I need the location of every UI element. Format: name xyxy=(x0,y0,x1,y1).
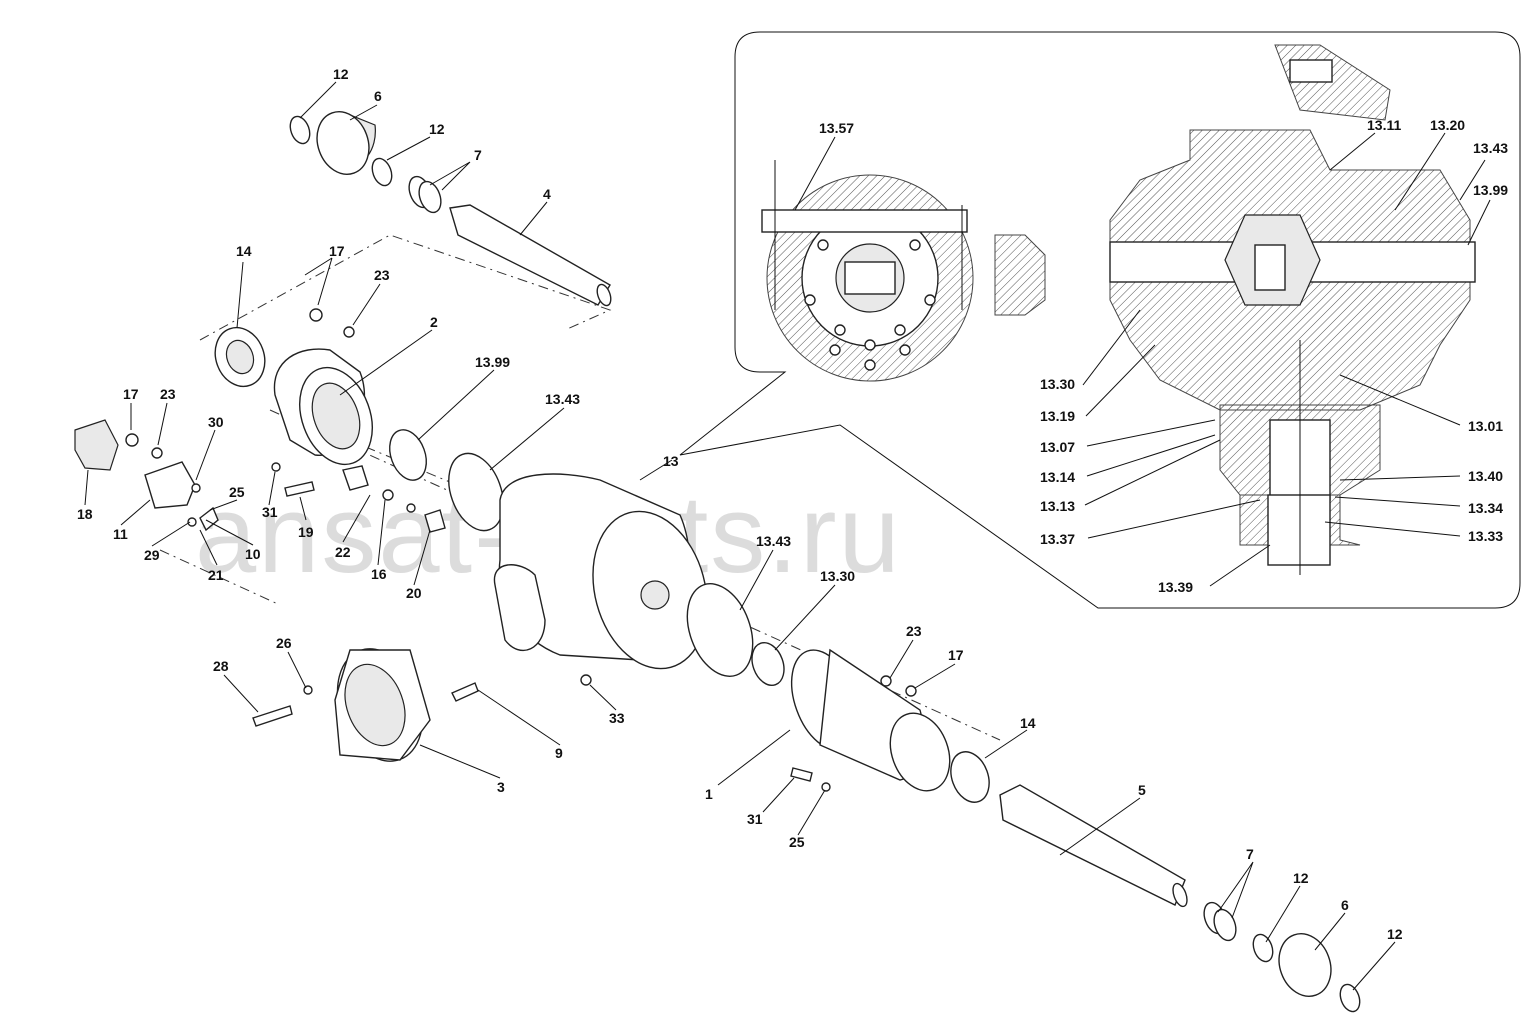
label-26: 26 xyxy=(276,635,292,651)
label-16: 16 xyxy=(371,566,387,582)
label-14: 14 xyxy=(236,243,252,259)
label-1: 1 xyxy=(705,786,713,802)
label-13-19: 13.19 xyxy=(1040,408,1075,424)
label-9: 9 xyxy=(555,745,563,761)
label-23: 23 xyxy=(374,267,390,283)
label-25: 25 xyxy=(229,484,245,500)
label-13-11: 13.11 xyxy=(1367,117,1401,133)
label-23: 23 xyxy=(906,623,922,639)
label-5: 5 xyxy=(1138,782,1146,798)
leader-lines xyxy=(84,81,1491,991)
label-29: 29 xyxy=(144,547,160,563)
label-13-07: 13.07 xyxy=(1040,439,1075,455)
label-12: 12 xyxy=(1387,926,1403,942)
label-13-43: 13.43 xyxy=(1473,140,1508,156)
label-13-39: 13.39 xyxy=(1158,579,1193,595)
label-12: 12 xyxy=(333,66,349,82)
label-13-43: 13.43 xyxy=(756,533,791,549)
axle-housing-right xyxy=(790,648,990,803)
label-13-43: 13.43 xyxy=(545,391,580,407)
label-13-30: 13.30 xyxy=(1040,376,1075,392)
label-4: 4 xyxy=(543,186,551,202)
label-14: 14 xyxy=(1020,715,1036,731)
label-13-99: 13.99 xyxy=(1473,182,1508,198)
label-28: 28 xyxy=(213,658,229,674)
label-13-20: 13.20 xyxy=(1430,117,1465,133)
label-13-30: 13.30 xyxy=(820,568,855,584)
label-13-33: 13.33 xyxy=(1468,528,1503,544)
bearing-and-housing-group xyxy=(214,308,504,532)
label-31: 31 xyxy=(747,811,763,827)
label-30: 30 xyxy=(208,414,224,430)
label-25: 25 xyxy=(789,834,805,850)
label-19: 19 xyxy=(298,524,314,540)
label-17: 17 xyxy=(948,647,964,663)
label-31: 31 xyxy=(262,504,278,520)
lower-shaft-group xyxy=(999,784,1361,1013)
label-13: 13 xyxy=(663,453,679,469)
part-number-labels: 12 6 12 7 4 14 17 23 2 13.99 13.43 17 23… xyxy=(77,66,1508,942)
label-13-13: 13.13 xyxy=(1040,498,1075,514)
label-10: 10 xyxy=(245,546,261,562)
label-7: 7 xyxy=(474,147,482,163)
label-13-01: 13.01 xyxy=(1468,418,1503,434)
hub-ring xyxy=(252,648,479,762)
label-7: 7 xyxy=(1246,846,1254,862)
small-hardware-group xyxy=(74,419,446,533)
label-12: 12 xyxy=(429,121,445,137)
label-20: 20 xyxy=(406,585,422,601)
label-13-14: 13.14 xyxy=(1040,469,1075,485)
label-23: 23 xyxy=(160,386,176,402)
detail-callout-frame xyxy=(679,31,1521,609)
label-3: 3 xyxy=(497,779,505,795)
differential-housing xyxy=(493,473,785,687)
label-22: 22 xyxy=(335,544,351,560)
label-12: 12 xyxy=(1293,870,1309,886)
label-13-57: 13.57 xyxy=(819,120,854,136)
upper-shaft-group xyxy=(289,111,612,307)
label-13-99: 13.99 xyxy=(475,354,510,370)
label-13-40: 13.40 xyxy=(1468,468,1503,484)
label-17: 17 xyxy=(329,243,345,259)
label-11: 11 xyxy=(113,526,128,542)
label-13-34: 13.34 xyxy=(1468,500,1503,516)
detail-differential-section xyxy=(1109,44,1476,575)
label-13-37: 13.37 xyxy=(1040,531,1075,547)
label-33: 33 xyxy=(609,710,625,726)
label-6: 6 xyxy=(374,88,382,104)
label-17: 17 xyxy=(123,386,139,402)
label-2: 2 xyxy=(430,314,438,330)
label-6: 6 xyxy=(1341,897,1349,913)
label-21: 21 xyxy=(208,567,224,583)
detail-flange-section xyxy=(761,160,1046,382)
label-18: 18 xyxy=(77,506,93,522)
